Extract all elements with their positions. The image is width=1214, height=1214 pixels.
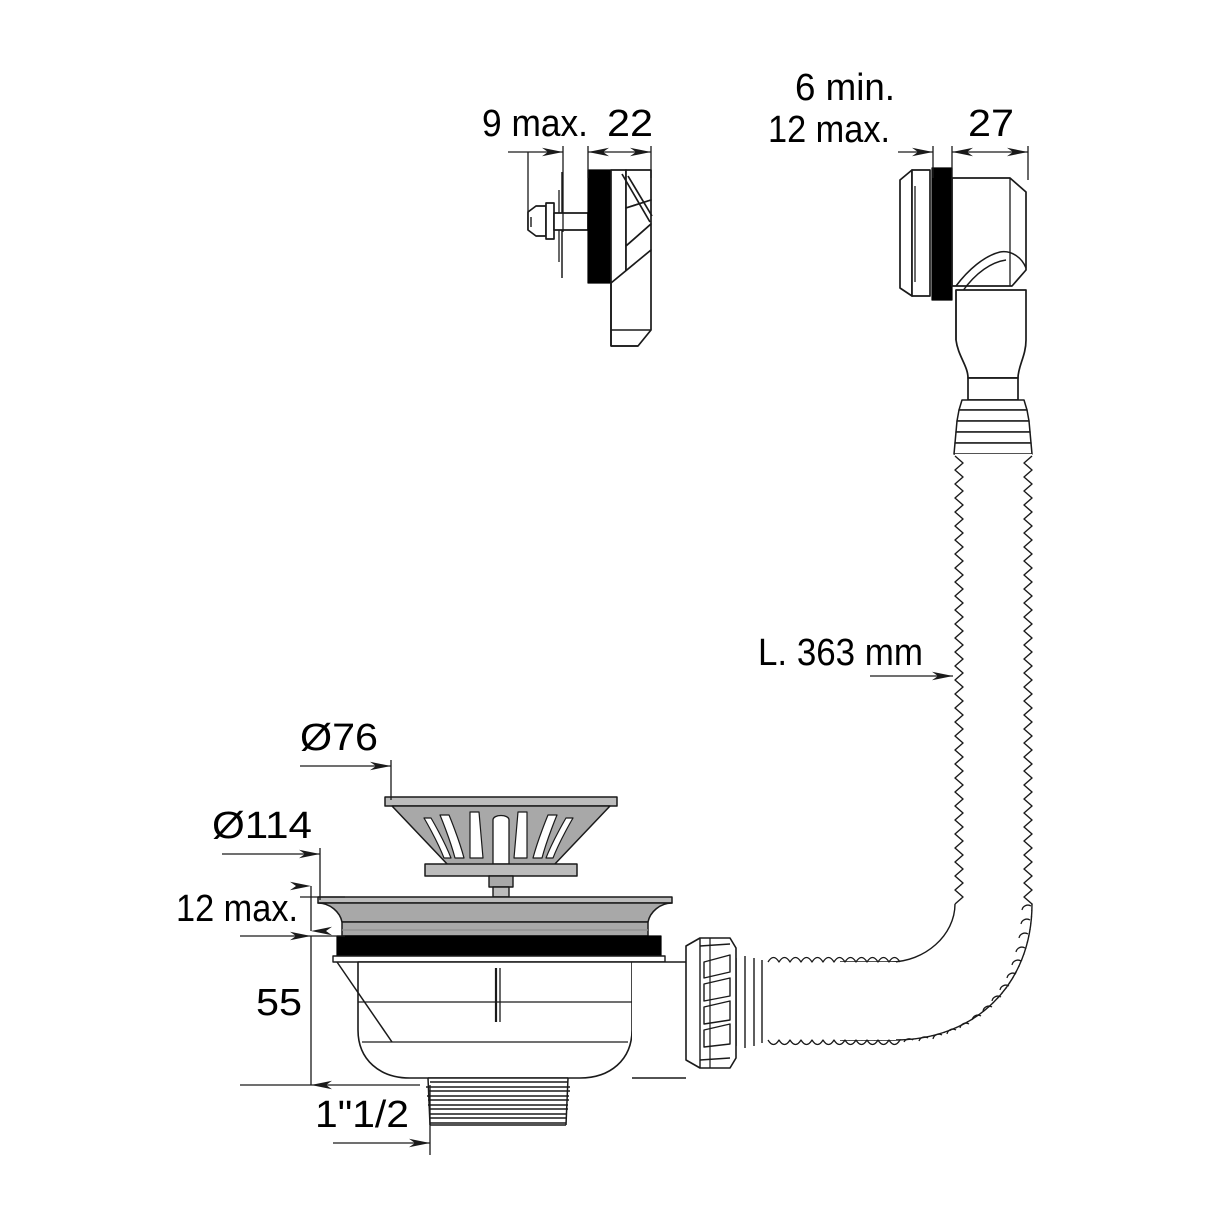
dimension-label-hose-length: L. 363 mm [758, 632, 923, 674]
hose-scallops-outer [903, 904, 1032, 1043]
dimension-label-27: 27 [968, 103, 1014, 145]
dimension-9-max [508, 146, 564, 232]
dimension-label-flange-height: 12 max. [176, 888, 298, 930]
dimension-label-body-height: 55 [256, 982, 302, 1024]
hose-edge-right-vertical [1023, 455, 1033, 905]
dimension-thread-size [333, 1085, 431, 1155]
overflow-cover-screw-type [527, 152, 653, 347]
dimension-22 [587, 146, 652, 178]
threaded-outlet [426, 1077, 570, 1126]
dimension-27 [951, 146, 1029, 180]
waste-body-bowl [336, 961, 686, 1079]
dimension-label-9-max: 9 max. [482, 103, 588, 145]
hose-scallops-bottom [767, 1039, 901, 1046]
ribbed-coupling-nut [685, 937, 737, 1069]
dimension-label-22: 22 [607, 103, 653, 145]
hose-ribs-horizontal [735, 956, 763, 1048]
rubber-gasket [332, 935, 666, 963]
dimension-label-12-max: 12 max. [768, 109, 890, 151]
dimension-6-min-12-max [898, 146, 934, 178]
dimension-label-diameter-76: Ø76 [300, 717, 378, 759]
dimension-label-thread-size: 1"1/2 [315, 1094, 409, 1136]
hose-collar-ribs [953, 399, 1033, 455]
sink-flange [317, 896, 673, 937]
hose-edge-inner-bend [840, 903, 956, 963]
dimension-diameter-76 [300, 760, 392, 800]
corrugated-overflow-hose [735, 399, 1033, 1048]
overflow-cover-elbow-type [899, 167, 1027, 401]
strainer-basket [384, 796, 618, 898]
dimension-label-diameter-114: Ø114 [212, 805, 312, 847]
dimension-body-height-55 [240, 931, 420, 1090]
hose-scallops-top [767, 956, 901, 963]
dimension-label-6-min: 6 min. [795, 67, 895, 109]
hose-edge-left-vertical [954, 455, 964, 905]
